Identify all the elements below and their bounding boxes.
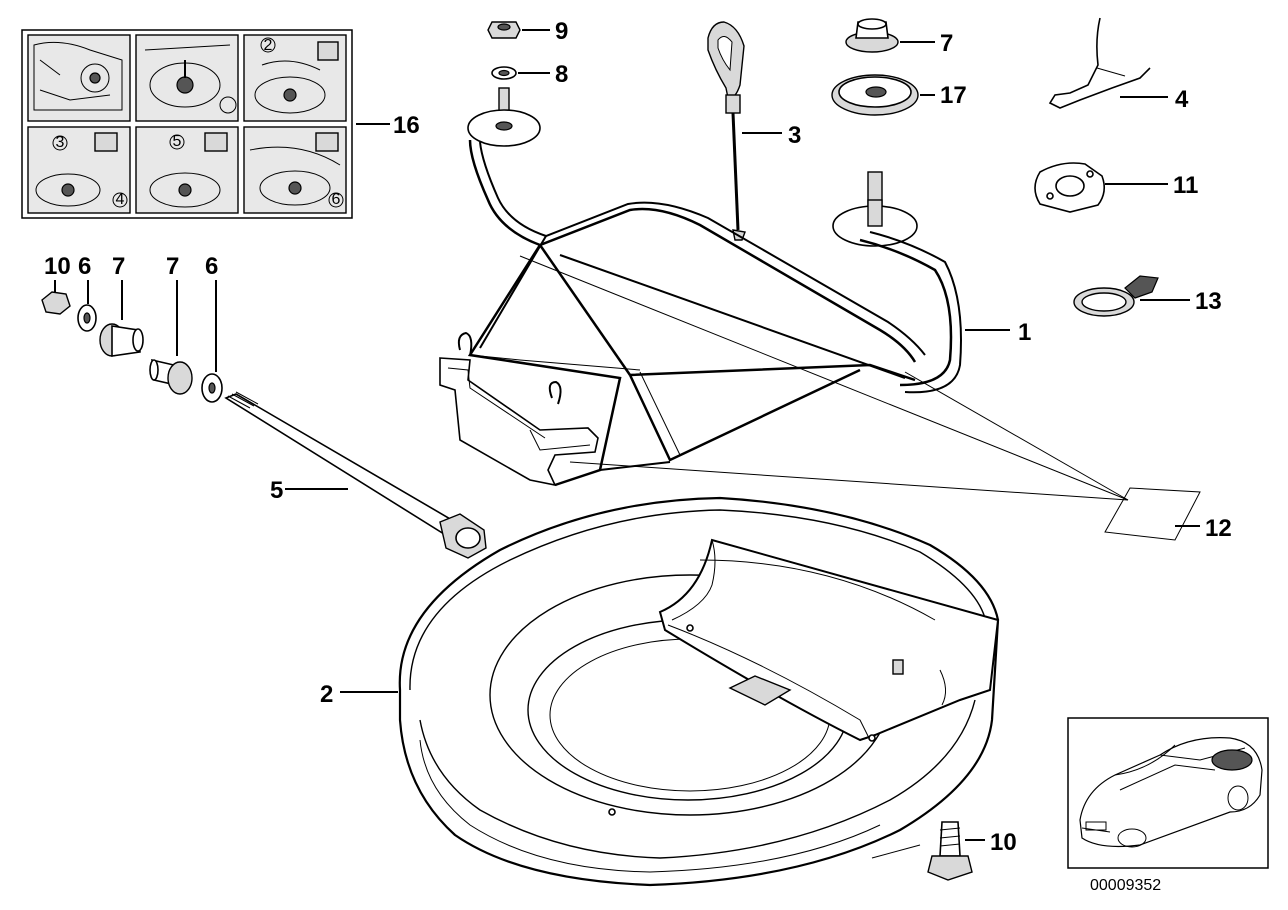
callout-6-left: 6 — [78, 253, 91, 280]
part-7-sleeve-right — [149, 358, 193, 395]
callout-11: 9 — [555, 18, 568, 45]
photo-panel-6: 6 — [243, 126, 347, 214]
part-14-label: 12 — [519, 255, 1232, 542]
callout-15: 13 — [1195, 288, 1222, 315]
callout-13: 11 — [1173, 172, 1198, 199]
inset-number-4: 4 — [116, 191, 125, 208]
inset-number-3: 3 — [56, 134, 65, 151]
part-8-nut — [41, 291, 71, 315]
part-1-frame: 1 — [439, 87, 1031, 487]
photo-panel-5: 5 — [135, 126, 239, 214]
part-5-bolt: 5 — [224, 391, 487, 559]
part-4-clip: 4 — [1048, 17, 1189, 113]
photo-panel-2 — [135, 34, 239, 122]
callout-17: 17 — [940, 82, 967, 109]
part-13-gasket: 11 — [1034, 162, 1198, 213]
part-12-bolt: 10 — [871, 821, 1017, 881]
part-9-bolt: 7 — [845, 18, 953, 57]
part-11-nut: 9 — [487, 18, 568, 45]
callout-7-right: 7 — [166, 253, 179, 280]
inset-number-6: 6 — [332, 191, 341, 208]
installation-photo-grid: 2 3 4 5 6 16 — [21, 29, 420, 219]
callout-14: 12 — [1205, 515, 1232, 542]
callout-10: 8 — [555, 61, 568, 88]
callout-16: 16 — [393, 112, 420, 139]
part-15-ring: 13 — [1073, 275, 1222, 317]
photo-panel-3: 2 — [243, 34, 347, 122]
photo-panel-1 — [27, 34, 131, 122]
photo-panel-4: 3 4 — [27, 126, 131, 214]
callout-9: 7 — [940, 30, 953, 57]
inset-number-5: 5 — [173, 133, 182, 150]
callout-6-right: 6 — [205, 253, 218, 280]
callout-12: 10 — [990, 829, 1017, 856]
callout-1: 1 — [1018, 319, 1031, 346]
callout-2: 2 — [320, 681, 333, 708]
part-7-sleeve-left — [99, 323, 144, 357]
part-10-washer: 8 — [491, 61, 568, 88]
vehicle-locator-inset — [1067, 717, 1269, 869]
inset-number-2: 2 — [264, 37, 273, 54]
callout-8: 10 — [44, 253, 71, 280]
part-17-disc: 17 — [831, 74, 967, 116]
part-2-wheel-tray: 2 — [320, 496, 1000, 887]
part-3-tool: 3 — [707, 21, 801, 241]
callout-7-left: 7 — [112, 253, 125, 280]
callout-5: 5 — [270, 477, 283, 504]
callout-3: 3 — [788, 122, 801, 149]
callout-4: 4 — [1175, 86, 1189, 113]
reference-number: 00009352 — [1090, 877, 1161, 894]
hardware-stack: 10 6 7 7 6 — [41, 253, 223, 403]
